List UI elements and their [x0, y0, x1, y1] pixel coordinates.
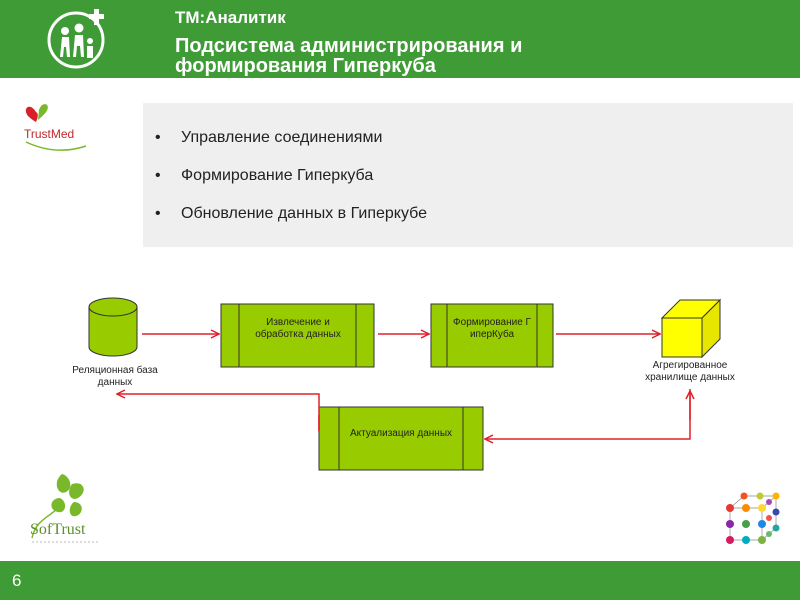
db-label: Реляционная база данных [72, 365, 158, 388]
softtrust-logo: SofTrust [28, 468, 108, 548]
list-item-label: Формирование Гиперкуба [181, 167, 374, 184]
list-item-label: Обновление данных в Гиперкубе [181, 205, 428, 222]
list-item: • Формирование Гиперкуба [155, 167, 427, 205]
page-title: Подсистема администрирования и формирова… [175, 35, 523, 77]
update-process-box [318, 406, 484, 471]
bullet-icon: • [155, 205, 161, 222]
form-hypercube-box [430, 303, 554, 368]
list-item-label: Управление соединениями [181, 129, 383, 146]
bullet-icon: • [155, 129, 161, 146]
feature-list: • Управление соединениями • Формирование Г… [155, 129, 427, 243]
family-logo-icon [38, 4, 114, 74]
arrow-storage-to-update [485, 389, 691, 439]
header-bar: ТМ:Аналитик Подсистема администрирования… [0, 0, 800, 78]
page-number: 6 [12, 571, 22, 590]
list-item: • Обновление данных в Гиперкубе [155, 205, 427, 243]
extract-process-box [220, 303, 375, 368]
features-panel: • Управление соединениями • Формирование Г… [143, 103, 793, 247]
extract-label: Извлечение и обработка данных [255, 317, 341, 340]
trustmed-logo: TrustMed [22, 100, 88, 155]
list-item: • Управление соединениями [155, 129, 427, 167]
arrow-update-to-db [117, 394, 320, 430]
form-label: Формирование ГиперКуба [453, 317, 531, 340]
colorful-cube-icon [722, 492, 782, 552]
header-subtitle: ТМ:Аналитик [175, 8, 286, 27]
bullet-icon: • [155, 167, 161, 184]
update-label: Актуализация данных [350, 428, 453, 439]
storage-label: Агрегированное хранилище данных [645, 360, 735, 383]
trustmed-logo-text: TrustMed [24, 127, 74, 141]
softtrust-logo-text: SofTrust [30, 521, 86, 538]
storage-cube-icon [660, 298, 722, 359]
footer-bar: 6 [0, 561, 800, 600]
database-icon [88, 297, 138, 357]
data-flow-diagram: Реляционная база данных Извлечение и обр… [0, 280, 800, 480]
